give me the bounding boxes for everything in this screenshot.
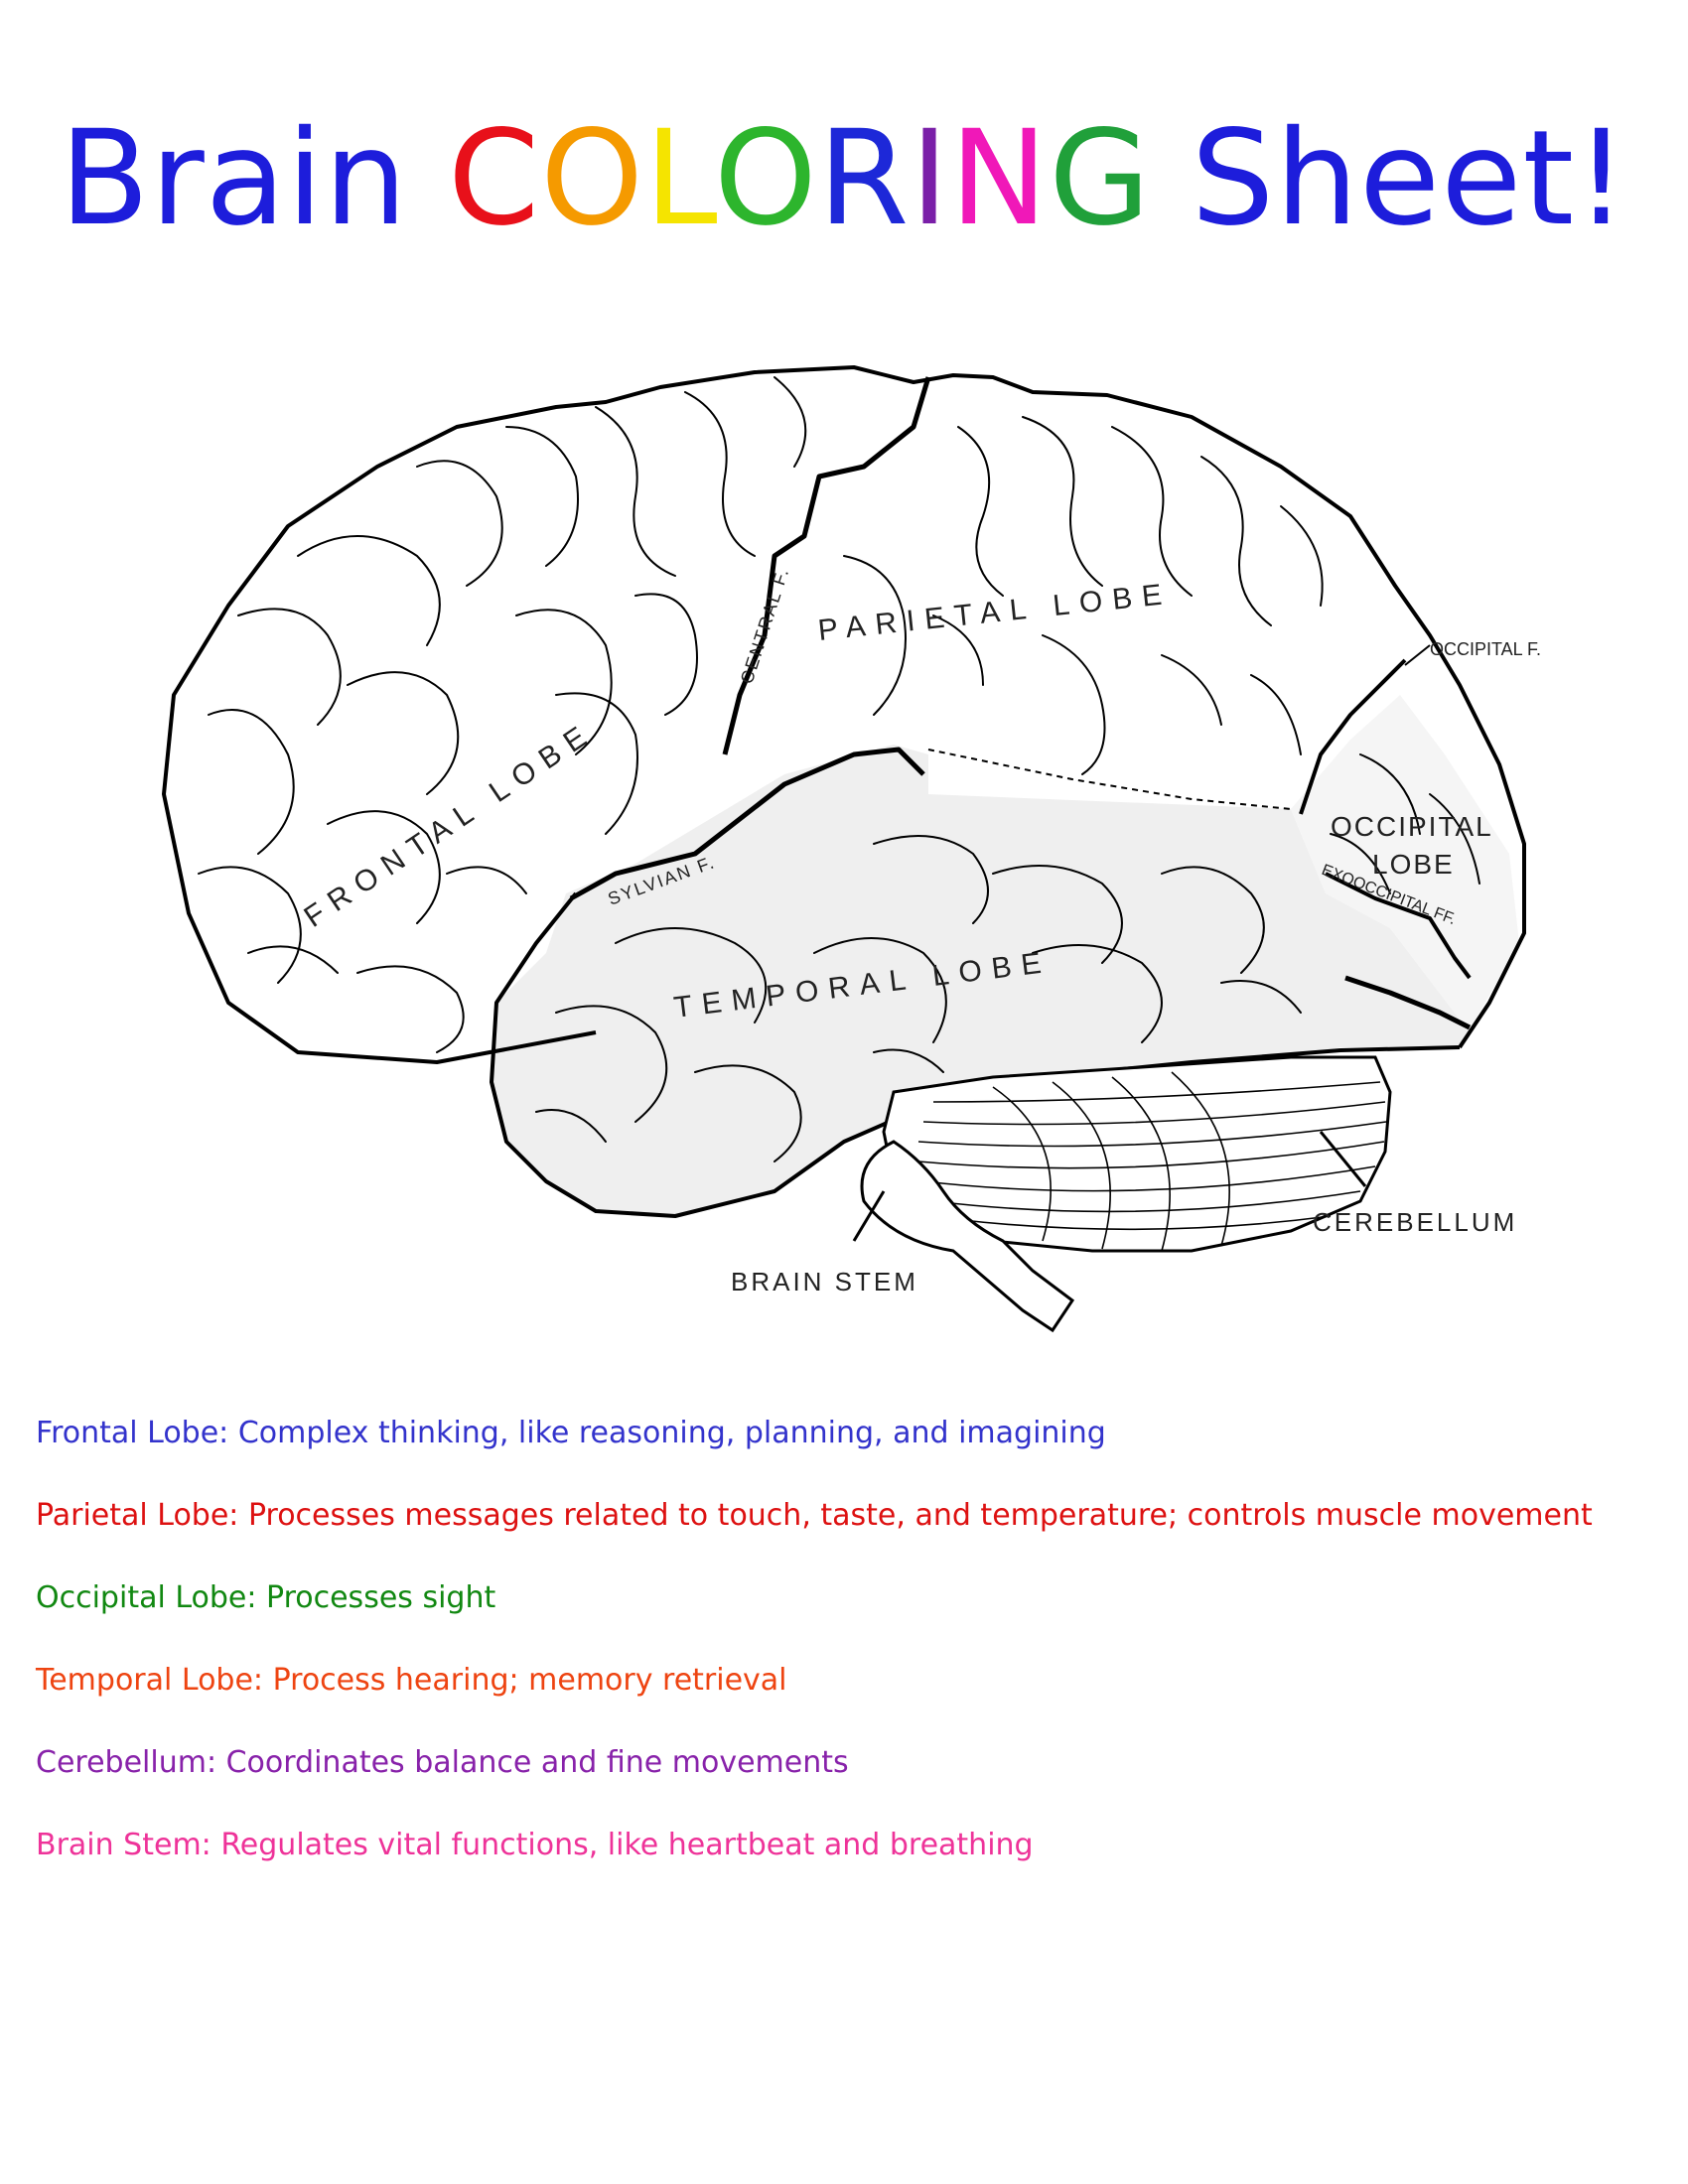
temporal-lobe-region	[492, 745, 1470, 1216]
central-fissure	[722, 376, 931, 755]
label-brain-stem: BRAIN STEM	[731, 1267, 918, 1297]
gyri-lines	[198, 376, 1480, 1162]
cerebellum	[882, 1055, 1392, 1253]
title-letter-3: O	[713, 102, 818, 255]
parietal-temporal-boundary	[927, 749, 1292, 810]
description-parietal-lobe: Parietal Lobe: Processes messages relate…	[36, 1498, 1593, 1533]
brain-stem	[860, 1140, 1075, 1333]
title-letter-7: G	[1049, 102, 1152, 255]
cerebellum-leader-line	[1319, 1131, 1367, 1187]
description-brain-stem: Brain Stem: Regulates vital functions, l…	[36, 1828, 1034, 1862]
title-word-sheet: Sheet!	[1191, 102, 1629, 255]
occipital-f-leader-line	[1404, 644, 1431, 666]
brain-stem-leader-line	[852, 1190, 886, 1242]
title-word-coloring: COLORING	[448, 104, 1152, 253]
title-letter-2: L	[644, 102, 714, 255]
exoccipital-fissure	[1325, 872, 1472, 980]
title-letter-6: N	[949, 102, 1050, 255]
title-letter-5: I	[910, 102, 950, 255]
title-letter-1: O	[540, 102, 645, 255]
title-letter-4: R	[817, 102, 911, 255]
description-cerebellum: Cerebellum: Coordinates balance and fine…	[36, 1745, 849, 1780]
label-central-fissure: CENTRAL F.	[737, 565, 793, 687]
occipital-fissure	[1299, 658, 1407, 815]
occipital-lobe-region	[1291, 695, 1519, 1032]
description-temporal-lobe: Temporal Lobe: Process hearing; memory r…	[36, 1663, 787, 1698]
label-occipital-lobe-line1: OCCIPITAL	[1331, 811, 1493, 842]
brain-diagram: FRONTAL LOBE PARIETAL LOBE TEMPORAL LOBE…	[162, 365, 1541, 1333]
title-letter-0: C	[447, 102, 541, 255]
cerebrum-outline	[162, 365, 1526, 1064]
sylvian-fissure	[569, 747, 925, 901]
description-frontal-lobe: Frontal Lobe: Complex thinking, like rea…	[36, 1416, 1106, 1450]
title-word-brain: Brain	[59, 102, 408, 255]
label-occipital-lobe-line2: LOBE	[1372, 849, 1455, 880]
occipital-lower-fissure	[1344, 975, 1472, 1030]
label-occipital-fissure: OCCIPITAL F.	[1430, 639, 1541, 659]
description-occipital-lobe: Occipital Lobe: Processes sight	[36, 1580, 496, 1615]
label-frontal-lobe: FRONTAL LOBE	[298, 715, 601, 933]
label-cerebellum: CEREBELLUM	[1313, 1207, 1517, 1237]
